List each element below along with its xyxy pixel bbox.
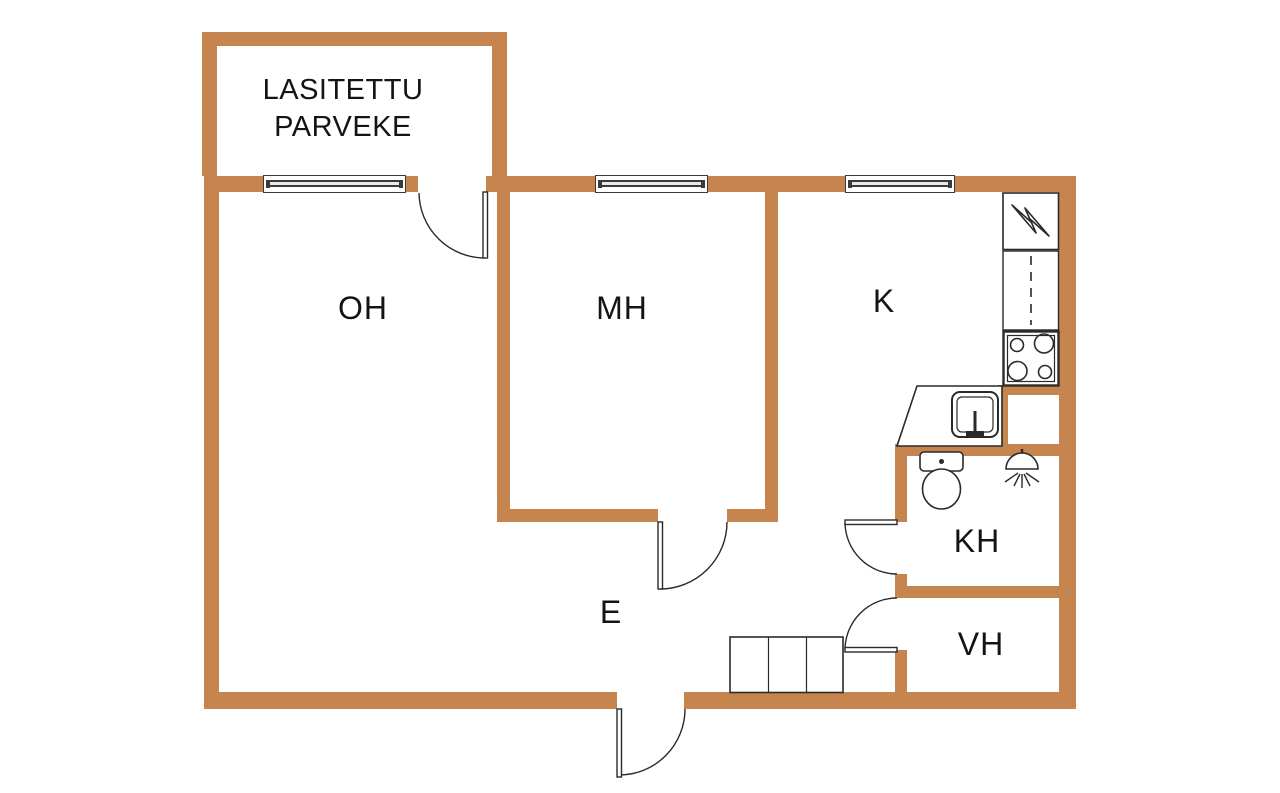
top-wall-segment: [406, 176, 418, 192]
wall-oh-mh: [497, 192, 510, 522]
bottom-wall-left: [204, 692, 617, 709]
right-outer-wall: [1059, 176, 1076, 709]
wardrobe-icon: [729, 636, 844, 694]
entrance-door-icon: [616, 708, 686, 778]
top-wall-segment: [708, 176, 845, 192]
balcony-door-icon: [418, 191, 489, 259]
balcony-window-icon: [263, 175, 406, 193]
kitchen-counter-icon: [1002, 250, 1060, 331]
window-glass: [268, 180, 401, 187]
window-cap: [266, 180, 270, 188]
wall-hall-top-right: [727, 509, 778, 522]
bedroom-window-icon: [595, 175, 708, 193]
toilet-icon: [919, 451, 964, 510]
window-cap: [701, 180, 705, 188]
room-label-kitchen: K: [872, 283, 896, 319]
room-label-living: OH: [338, 290, 388, 326]
balcony-wall-right: [492, 32, 507, 176]
bottom-wall-right: [684, 692, 1076, 709]
sink-icon: [895, 385, 1003, 447]
window-cap: [848, 180, 852, 188]
window-glass: [850, 180, 950, 187]
balcony-label-line1: LASITETTU: [262, 74, 424, 106]
wall-bath-left: [895, 456, 907, 522]
balcony-label: LASITETTU PARVEKE: [210, 72, 476, 146]
stove-icon: [1002, 330, 1060, 387]
shower-icon: [1004, 449, 1040, 488]
room-label-bedroom: MH: [596, 290, 648, 326]
bathroom-door-icon: [844, 519, 898, 575]
wall-hall-top-left: [497, 509, 658, 522]
balcony-wall-left: [202, 32, 217, 176]
kitchen-window-icon: [845, 175, 955, 193]
left-outer-wall: [204, 176, 219, 709]
top-wall-segment: [955, 176, 1076, 192]
wall-closet-stub: [895, 650, 907, 692]
window-cap: [948, 180, 952, 188]
room-label-hall: E: [599, 594, 623, 630]
room-label-closet: VH: [957, 626, 1005, 662]
window-glass: [600, 180, 703, 187]
room-label-bathroom: KH: [953, 523, 1001, 559]
balcony-wall-top: [202, 32, 507, 46]
wall-shaft-left: [998, 395, 1008, 444]
lightning-icon: [1011, 204, 1050, 237]
balcony-label-line2: PARVEKE: [274, 111, 412, 143]
window-cap: [399, 180, 403, 188]
bedroom-door-icon: [657, 521, 728, 590]
fridge-icon: [1002, 192, 1060, 251]
wall-bath-closet: [895, 586, 1076, 598]
wall-under-stove: [998, 385, 1076, 395]
top-wall-segment: [486, 176, 595, 192]
window-cap: [598, 180, 602, 188]
wall-bath-left-stub: [895, 574, 907, 586]
wall-mh-k: [765, 192, 778, 522]
closet-door-icon: [844, 597, 898, 653]
